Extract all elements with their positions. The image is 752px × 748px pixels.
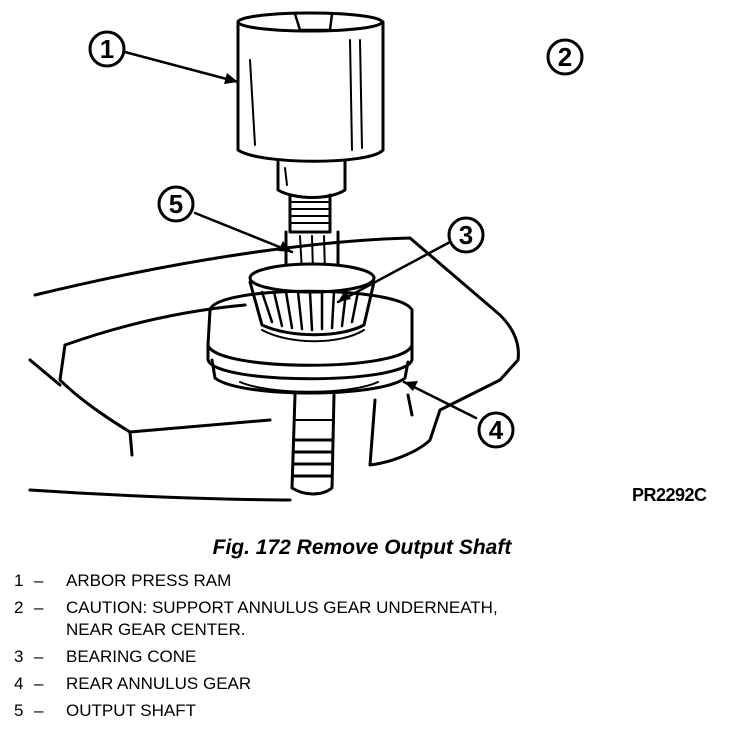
arbor-press-ram (236, 11, 385, 199)
svg-text:2: 2 (558, 42, 572, 72)
callout-2: 2 (546, 38, 584, 76)
callout-4: 4 (477, 411, 515, 449)
legend-text: REAR ANNULUS GEAR (66, 674, 252, 693)
legend-number: 3 (14, 647, 24, 666)
rear-annulus-gear (206, 289, 414, 395)
output-shaft-diagram: 1 2 3 4 5 (28, 11, 584, 502)
legend-dash: – (34, 701, 44, 720)
legend-item: 5 – OUTPUT SHAFT (14, 700, 498, 722)
legend-item: 3 – BEARING CONE (14, 646, 498, 668)
legend-dash: – (34, 598, 44, 617)
svg-text:4: 4 (489, 415, 504, 445)
svg-text:3: 3 (459, 220, 473, 250)
leader-lines (123, 50, 478, 420)
legend-item: 2 – CAUTION: SUPPORT ANNULUS GEAR UNDERN… (14, 597, 498, 641)
svg-text:1: 1 (100, 34, 114, 64)
output-shaft (284, 193, 340, 496)
press-bed (28, 236, 520, 502)
legend-text: BEARING CONE (66, 647, 197, 666)
legend-text: CAUTION: SUPPORT ANNULUS GEAR UNDERNEATH… (66, 598, 498, 639)
callout-1: 1 (88, 30, 126, 68)
figure-caption-text: Fig. 172 Remove Output Shaft (212, 536, 512, 559)
legend-dash: – (34, 674, 44, 693)
legend-text: ARBOR PRESS RAM (66, 571, 232, 590)
legend-item: 4 – REAR ANNULUS GEAR (14, 673, 498, 695)
bearing-cone (248, 262, 376, 343)
legend-item: 1 – ARBOR PRESS RAM (14, 570, 498, 592)
callouts: 1 2 3 4 5 (88, 30, 584, 449)
legend-number: 2 (14, 598, 24, 617)
legend-number: 5 (14, 701, 24, 720)
figure-caption: Fig. 172 Remove Output Shaft (0, 536, 752, 560)
legend-number: 4 (14, 674, 24, 693)
legend-number: 1 (14, 571, 24, 590)
leader-arrowheads (224, 73, 418, 391)
legend-text: OUTPUT SHAFT (66, 701, 197, 720)
figure-code: PR2292C (632, 485, 707, 505)
legend-dash: – (34, 571, 44, 590)
callout-3: 3 (447, 216, 485, 254)
legend-dash: – (34, 647, 44, 666)
legend: 1 – ARBOR PRESS RAM 2 – CAUTION: SUPPORT… (14, 570, 498, 727)
callout-5: 5 (157, 185, 195, 223)
svg-text:5: 5 (169, 189, 183, 219)
